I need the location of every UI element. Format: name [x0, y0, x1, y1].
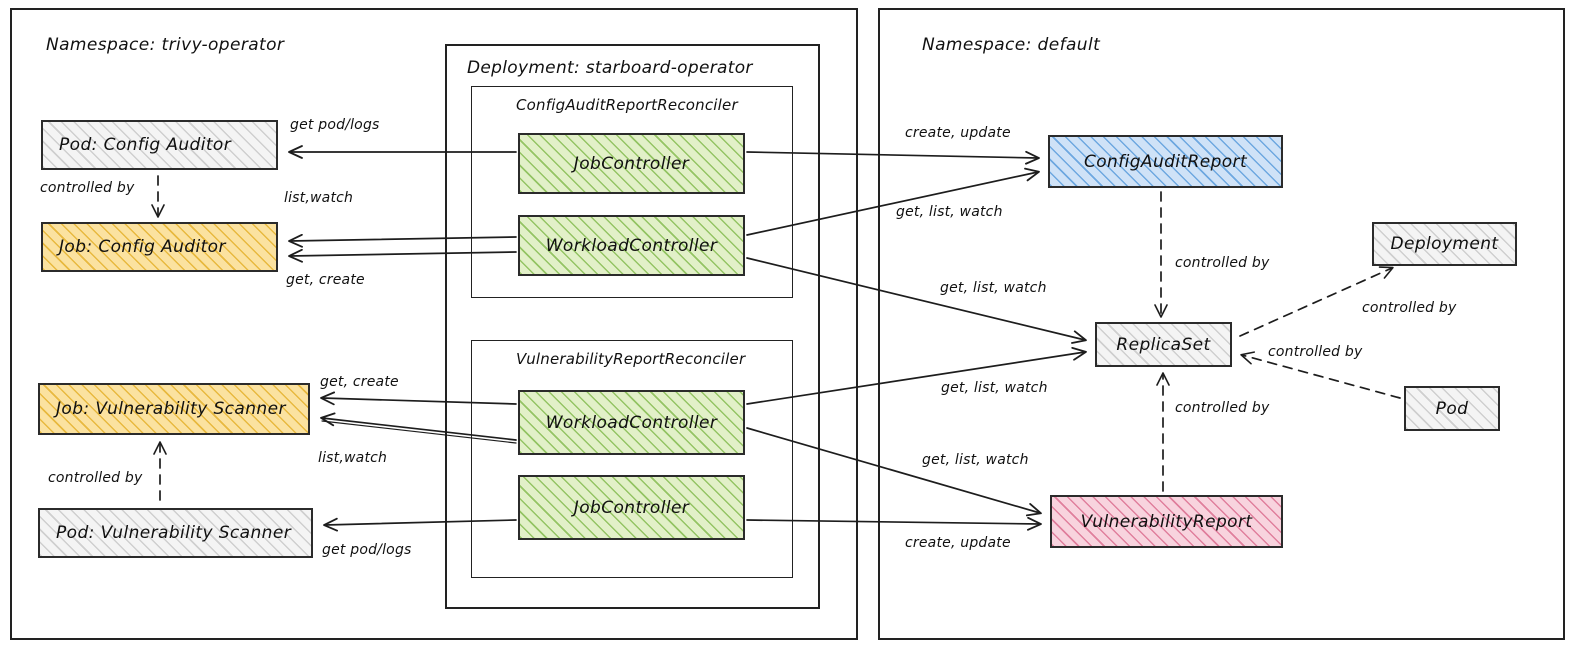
edge-label-controlled-by-configauditreport-replicaset: controlled by — [1175, 255, 1270, 271]
edge-get-list-watch-configauditreport — [746, 167, 1040, 236]
edge-label-controlled-by-pod-replicaset: controlled by — [1268, 344, 1363, 360]
configauditreport-reconciler-label: ConfigAuditReportReconciler — [516, 96, 738, 114]
namespace-default-container — [878, 8, 1565, 640]
node-pod-config-auditor-label: Pod: Config Auditor — [59, 135, 232, 155]
node-vulnerability-jobcontroller[interactable]: JobController — [518, 475, 745, 540]
edge-label-get-create-top: get, create — [286, 272, 365, 288]
node-job-vulnerability-scanner[interactable]: Job: Vulnerability Scanner — [38, 383, 310, 435]
node-job-config-auditor[interactable]: Job: Config Auditor — [41, 222, 278, 272]
edge-label-controlled-by-vulnerabilityreport-replicaset: controlled by — [1175, 400, 1270, 416]
edge-label-controlled-by-bottom-left: controlled by — [48, 470, 143, 486]
node-configaudit-jobcontroller[interactable]: JobController — [518, 133, 745, 194]
node-job-config-auditor-label: Job: Config Auditor — [59, 237, 226, 257]
node-configauditreport-label: ConfigAuditReport — [1083, 151, 1248, 172]
configauditreport-reconciler-container — [471, 86, 793, 298]
node-pod-vulnerability-scanner-label: Pod: Vulnerability Scanner — [56, 523, 292, 543]
edge-get-list-watch-replicaset-bottom — [746, 346, 1087, 405]
deployment-starboard-operator-container — [445, 44, 820, 609]
node-job-vulnerability-scanner-label: Job: Vulnerability Scanner — [56, 399, 286, 419]
node-configauditreport[interactable]: ConfigAuditReport — [1048, 135, 1283, 188]
edge-controlled-by-replicaset-deployment — [1239, 266, 1394, 337]
node-vulnerability-jobcontroller-label: JobController — [573, 497, 690, 518]
edge-label-create-update-configauditreport: create, update — [905, 125, 1011, 141]
vulnerabilityreport-reconciler-label: VulnerabilityReportReconciler — [516, 350, 746, 368]
node-replicaset-label: ReplicaSet — [1116, 334, 1211, 355]
namespace-trivy-operator-label: Namespace: trivy-operator — [46, 35, 285, 55]
edge-create-update-vulnerabilityreport — [746, 516, 1042, 531]
edge-label-get-create-bottom: get, create — [320, 374, 399, 390]
edge-label-get-list-watch-replicaset-top: get, list, watch — [940, 280, 1047, 296]
edge-crossing-guide — [321, 420, 517, 444]
node-pod-resource-label: Pod — [1435, 398, 1469, 419]
node-deployment-resource[interactable]: Deployment — [1372, 222, 1517, 266]
namespace-default-label: Namespace: default — [922, 35, 1101, 55]
edge-label-list-watch-bottom: list,watch — [318, 450, 388, 466]
edge-label-get-list-watch-replicaset-bottom: get, list, watch — [941, 380, 1048, 396]
edge-create-update-configauditreport — [746, 150, 1040, 165]
node-deployment-resource-label: Deployment — [1390, 234, 1499, 254]
node-replicaset[interactable]: ReplicaSet — [1095, 322, 1232, 367]
edge-label-get-pod-logs-top: get pod/logs — [290, 117, 380, 133]
edge-label-controlled-by-replicaset-deployment: controlled by — [1362, 300, 1457, 316]
edge-list-watch-bottom — [320, 412, 517, 441]
node-configaudit-jobcontroller-label: JobController — [573, 153, 690, 174]
node-vulnerability-workloadcontroller[interactable]: WorkloadController — [518, 390, 745, 455]
edge-label-get-list-watch-configauditreport: get, list, watch — [896, 204, 1003, 220]
node-pod-vulnerability-scanner[interactable]: Pod: Vulnerability Scanner — [38, 508, 313, 558]
edge-controlled-by-pod-replicaset — [1240, 351, 1401, 399]
node-vulnerability-workloadcontroller-label: WorkloadController — [545, 412, 718, 433]
vulnerabilityreport-reconciler-container — [471, 340, 793, 578]
node-vulnerabilityreport[interactable]: VulnerabilityReport — [1050, 495, 1283, 548]
node-configaudit-workloadcontroller[interactable]: WorkloadController — [518, 215, 745, 276]
namespace-trivy-operator-container — [10, 8, 858, 640]
node-vulnerabilityreport-label: VulnerabilityReport — [1080, 511, 1253, 532]
edge-get-pod-logs-bottom — [323, 517, 517, 532]
edge-label-get-list-watch-vulnerabilityreport: get, list, watch — [922, 452, 1029, 468]
edge-get-list-watch-replicaset-top — [746, 257, 1087, 344]
edge-label-list-watch-top: list,watch — [284, 190, 354, 206]
edge-label-controlled-by-top-left: controlled by — [40, 180, 135, 196]
edge-list-watch-top — [288, 233, 517, 248]
edge-get-create-bottom — [320, 391, 517, 406]
deployment-group-label: Deployment: starboard-operator — [467, 58, 753, 78]
edge-get-list-watch-vulnerabilityreport — [746, 427, 1042, 517]
node-pod-resource[interactable]: Pod — [1404, 386, 1500, 431]
edge-get-create-top — [288, 248, 517, 263]
edge-label-create-update-vulnerabilityreport: create, update — [905, 535, 1011, 551]
node-configaudit-workloadcontroller-label: WorkloadController — [545, 235, 718, 256]
node-pod-config-auditor[interactable]: Pod: Config Auditor — [41, 120, 278, 170]
edge-label-get-pod-logs-bottom: get pod/logs — [322, 542, 412, 558]
